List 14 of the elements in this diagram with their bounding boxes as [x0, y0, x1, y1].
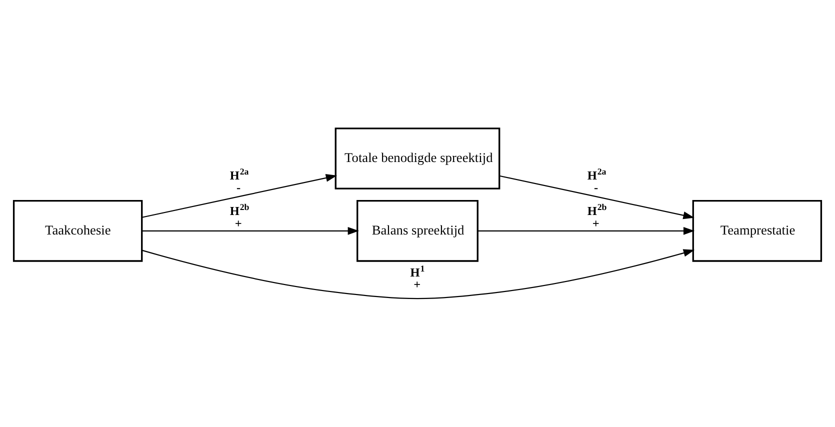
- node-box: Balans spreektijd: [356, 200, 478, 262]
- edge-label: H$^{1}$ +: [410, 263, 425, 292]
- edge-label: H$^{2b}$ +: [587, 202, 607, 230]
- arrow: [499, 175, 694, 220]
- arrow: [142, 249, 695, 300]
- arrow: [478, 227, 695, 235]
- edge-label: H$^{2a}$ -: [230, 166, 249, 195]
- node-box: Taakcohesie: [12, 200, 143, 262]
- node-box: Totale benodigde spreektijd: [334, 128, 500, 190]
- arrow: [142, 174, 338, 218]
- edge-label: H$^{2b}$ +: [230, 202, 250, 230]
- edge-label: H$^{2a}$ -: [587, 166, 606, 195]
- arrow: [142, 227, 359, 235]
- node-box: Teamprestatie: [692, 200, 822, 262]
